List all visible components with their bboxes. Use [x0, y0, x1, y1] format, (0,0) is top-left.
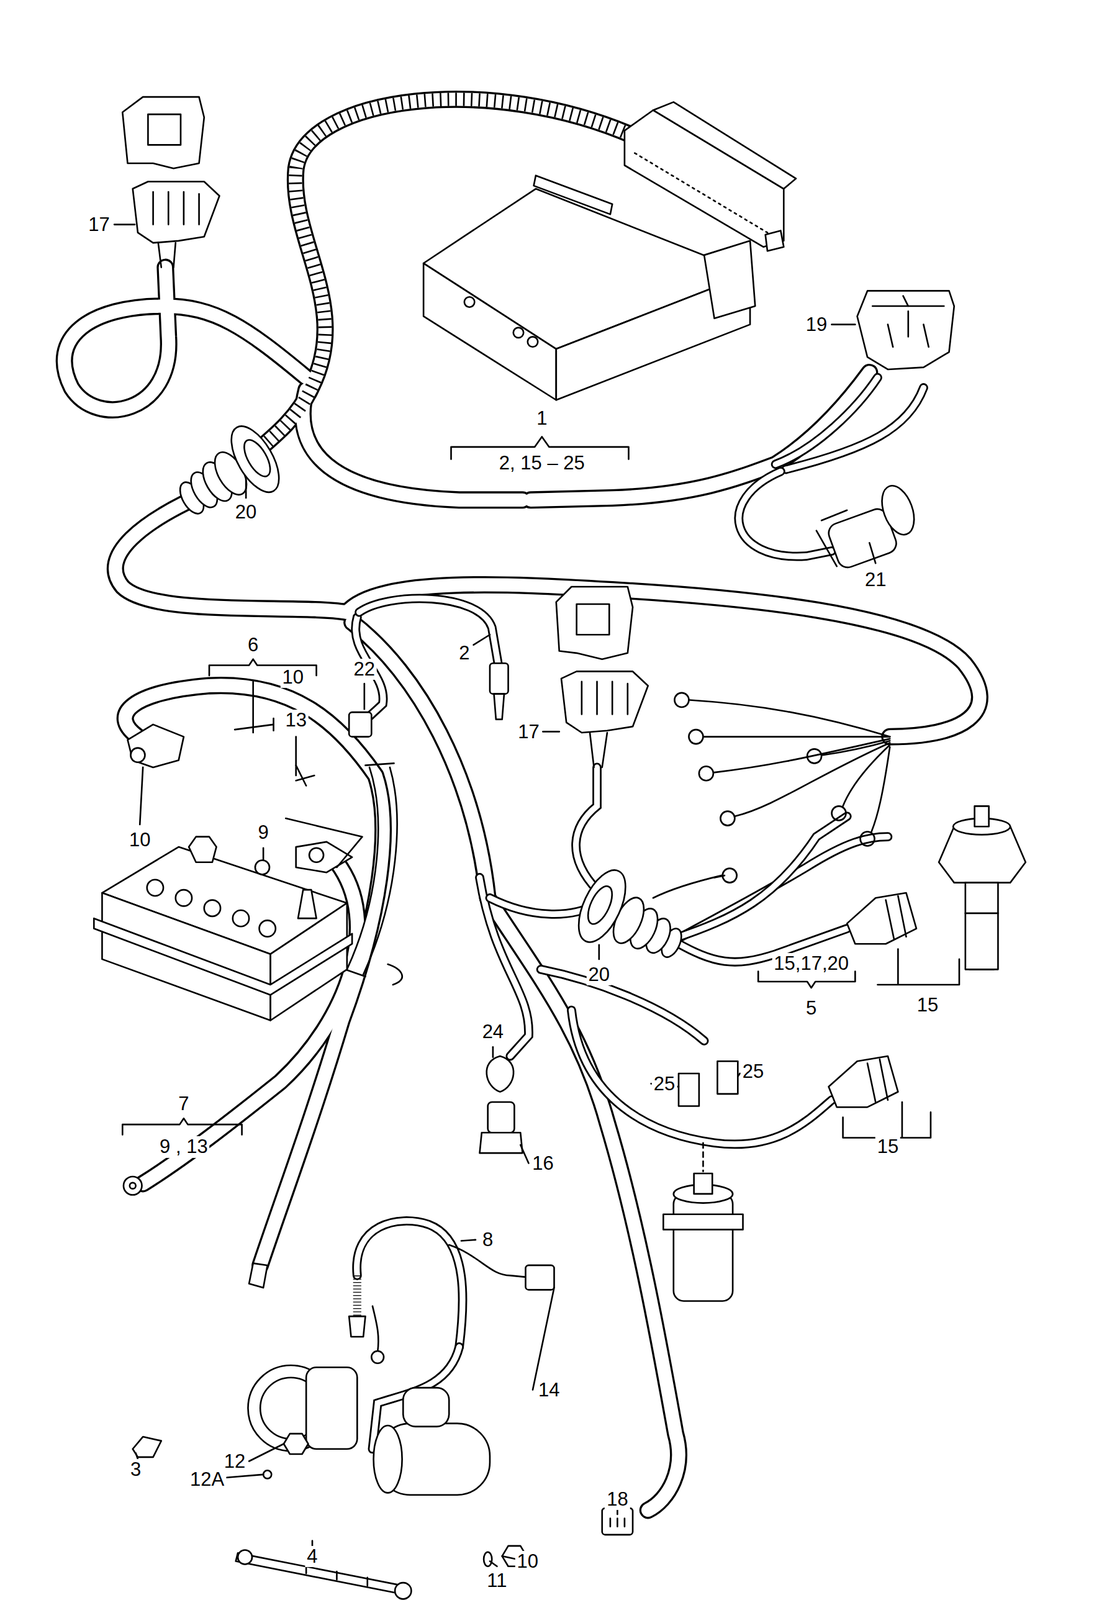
callout-number: 19 [804, 314, 829, 336]
callout-number: 20 [586, 964, 612, 986]
callout-number: 18 [604, 1488, 630, 1510]
callout-number: 10 [515, 1550, 541, 1573]
callout-number: 4 [304, 1546, 320, 1568]
callout-number: 3 [128, 1459, 143, 1481]
callout-number: 10 [280, 666, 305, 688]
callout-number: 6 [245, 634, 261, 656]
callout-number: 15,17,20 [771, 953, 851, 975]
callout-number: 7 [176, 1093, 191, 1115]
callout-number: 16 [530, 1152, 556, 1175]
callout-number: 2, 15 – 25 [497, 452, 587, 474]
callout-number: 8 [480, 1229, 495, 1251]
callout-number: 17 [515, 720, 541, 742]
callout-number: 21 [863, 569, 888, 591]
callout-number: 25 [740, 1061, 766, 1083]
callout-number: 25 [651, 1073, 677, 1095]
callout-number: 11 [484, 1570, 509, 1592]
callout-number: 13 [283, 709, 308, 731]
callout-number: 22 [352, 658, 377, 680]
callout-number: 14 [536, 1379, 562, 1401]
callout-number: 9 [255, 822, 271, 844]
callout-number: 15 [915, 994, 941, 1016]
callout-number: 1 [534, 407, 549, 430]
callout-number: 15 [875, 1136, 901, 1158]
callout-number: 20 [233, 501, 259, 523]
callout-number: 9 , 13 [157, 1136, 210, 1158]
callout-number: 17 [86, 214, 112, 236]
callout-number: 2 [456, 642, 472, 664]
callout-number: 12A [188, 1469, 227, 1491]
callout-number: 5 [804, 997, 819, 1019]
callout-number: 10 [127, 829, 153, 851]
callout-number: 24 [480, 1021, 506, 1043]
